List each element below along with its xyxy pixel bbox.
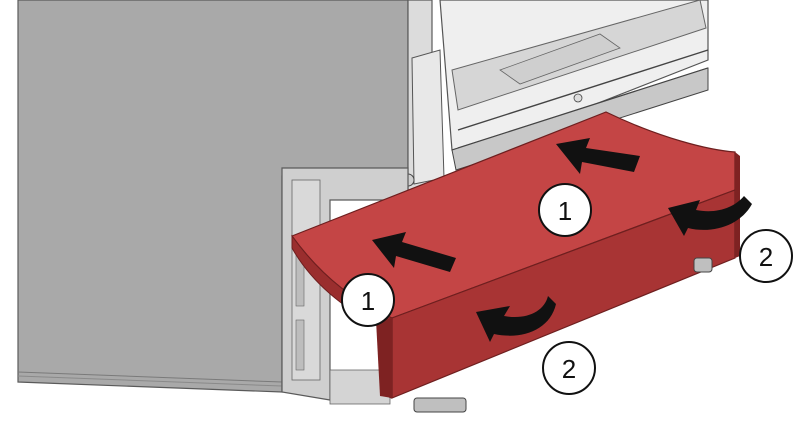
step-callout-1: 1 — [342, 274, 394, 326]
svg-text:2: 2 — [759, 242, 773, 272]
svg-text:2: 2 — [562, 354, 576, 384]
svg-text:1: 1 — [361, 286, 375, 316]
step-callout-2: 2 — [740, 230, 792, 282]
step-callout-2: 2 — [543, 342, 595, 394]
step-callout-1: 1 — [539, 184, 591, 236]
svg-text:1: 1 — [558, 196, 572, 226]
